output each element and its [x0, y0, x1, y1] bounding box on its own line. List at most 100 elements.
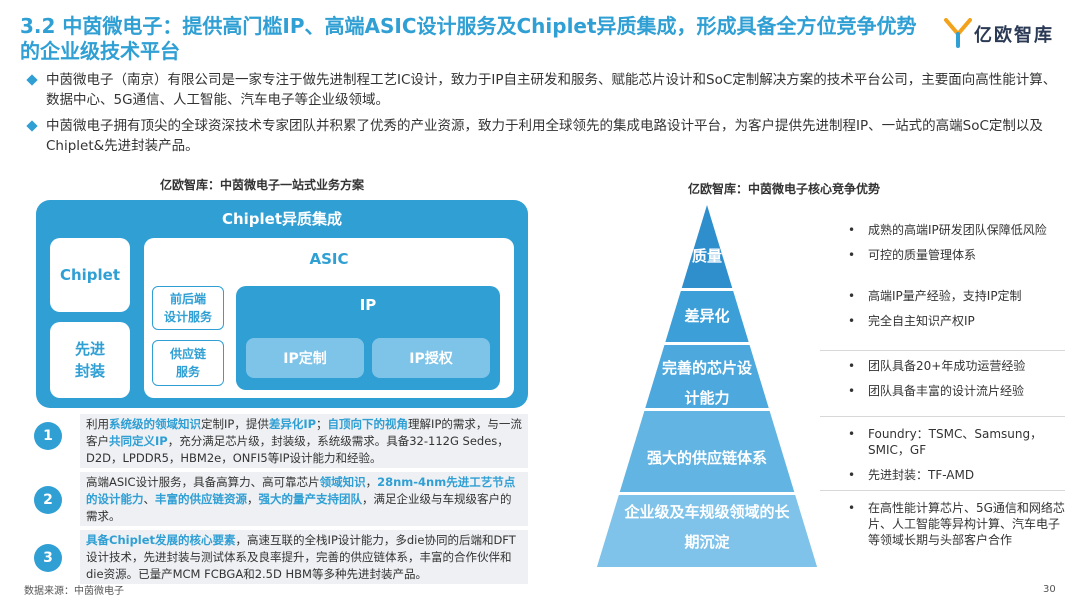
capability-text-part: ，: [365, 475, 378, 489]
supply-label-line2: 服务: [175, 365, 200, 379]
capability-text-part: 定制IP，提供: [201, 417, 269, 431]
advantage-item: • 在高性能计算芯片、5G通信和网络芯片、人工智能等异构计算、汽车电子等领域长期与…: [846, 500, 1066, 548]
bullet-item: 中茵微电子（南京）有限公司是一家专注于做先进制程工艺IC设计，致力于IP自主研发…: [24, 70, 1064, 110]
ip-box: IP IP定制 IP授权: [236, 286, 500, 390]
capability-text-part: ，高速互联的全栈IP设计能力，多die协同的后端和DFT设计技术，先进封装与测试…: [86, 533, 516, 581]
number-badge: 1: [34, 422, 62, 450]
highlight-text: 领域知识: [319, 475, 366, 489]
ip-license-label: IP授权: [409, 351, 453, 367]
capability-text-part: ，: [247, 492, 259, 506]
highlight-text: 强大的量产支持团队: [258, 492, 363, 506]
pyramid-graphic: [596, 205, 818, 567]
intro-bullets: 中茵微电子（南京）有限公司是一家专注于做先进制程工艺IC设计，致力于IP自主研发…: [24, 70, 1064, 162]
page-number: 30: [1043, 584, 1056, 595]
bullet-dot-icon: •: [848, 501, 856, 515]
advantage-item: • Foundry：TSMC、Samsung，SMIC，GF: [846, 426, 1066, 458]
supply-label-line1: 供应链: [169, 347, 206, 361]
pyramid-tier-label: 差异化: [586, 301, 828, 331]
capability-list: 1 利用系统级的领域知识定制IP，提供差异化IP；自顶向下的视角理解IP的需求，…: [28, 412, 528, 584]
highlight-text: 丰富的供应链资源: [155, 492, 247, 506]
packaging-label-line2: 封装: [74, 362, 105, 380]
capability-text: 利用系统级的领域知识定制IP，提供差异化IP；自顶向下的视角理解IP的需求，与一…: [80, 414, 528, 468]
backend-design-service-box: 前后端 设计服务: [152, 286, 224, 330]
advantage-item: • 先进封装：TF-AMD: [846, 467, 1066, 483]
advantage-group: • 团队具备20+年成功运营经验 •团队具备丰富的设计流片经验: [846, 358, 1066, 408]
pyramid-tier-label-line: 完善的芯片设: [661, 359, 752, 377]
capability-text-part: 利用: [86, 417, 109, 431]
asic-box: ASIC 前后端 设计服务 供应链 服务 IP IP定制 IP授权: [144, 238, 514, 398]
advantage-item: •团队具备丰富的设计流片经验: [846, 383, 1066, 399]
divider: [820, 490, 1065, 491]
logo-icon: [944, 18, 972, 48]
advantage-item: • 完全自主知识产权IP: [846, 313, 1066, 329]
chiplet-integration-diagram: Chiplet异质集成 Chiplet 先进 封装 ASIC 前后端 设计服务 …: [36, 200, 528, 408]
pyramid-tier-label: 质量: [556, 241, 858, 271]
capability-text-part: 高端ASIC设计服务，具备高算力、高可靠芯片: [86, 475, 320, 489]
capability-text: 具备Chiplet发展的核心要素，高速互联的全栈IP设计能力，多die协同的后端…: [80, 530, 528, 584]
advantage-group: • Foundry：TSMC、Samsung，SMIC，GF • 先进封装：TF-AM…: [846, 426, 1066, 492]
pyramid-tier-label: 企业级及车规级领域的长期沉淀: [546, 497, 868, 557]
ip-custom-box: IP定制: [246, 338, 364, 378]
advantage-item: • 成熟的高端IP研发团队保障低风险: [846, 222, 1066, 238]
bullet-dot-icon: •: [848, 359, 856, 373]
divider: [820, 350, 1065, 351]
pyramid-tier-label: 强大的供应链体系: [586, 443, 828, 473]
highlight-text: 差异化IP: [268, 417, 317, 431]
pyramid-tier-label-line: 期沉淀: [684, 533, 730, 551]
number-badge: 2: [34, 486, 62, 514]
backend-label-line1: 前后端: [169, 292, 206, 306]
pyramid-tier-label: 完善的芯片设计能力: [556, 353, 858, 413]
competitive-advantage-pyramid: 质量差异化完善的芯片设计能力强大的供应链体系企业级及车规级领域的长期沉淀: [596, 205, 818, 574]
backend-label-line2: 设计服务: [163, 310, 212, 324]
bullet-dot-icon: •: [848, 314, 856, 328]
supply-chain-service-box: 供应链 服务: [152, 340, 224, 386]
advantage-text: 完全自主知识产权IP: [868, 314, 975, 328]
source-note: 数据来源：中茵微电子: [24, 586, 124, 597]
capability-text-part: ；: [316, 417, 328, 431]
logo: 亿欧智库: [944, 18, 1064, 48]
pyramid-tier: [596, 495, 818, 567]
bullet-text: 中茵微电子（南京）有限公司是一家专注于做先进制程工艺IC设计，致力于IP自主研发…: [46, 72, 1057, 108]
chiplet-integration-title: Chiplet异质集成: [221, 210, 343, 228]
bullet-dot-icon: •: [848, 248, 856, 262]
capability-text-part: 理解IP的需求，与一流客户: [86, 417, 522, 448]
chiplet-box: Chiplet: [50, 238, 130, 312]
advantage-text: 成熟的高端IP研发团队保障低风险: [868, 223, 1047, 237]
ip-title: IP: [359, 296, 377, 314]
bullet-dot-icon: •: [848, 223, 856, 237]
advantage-text: 团队具备20+年成功运营经验: [868, 359, 1026, 373]
advantage-text: 可控的质量管理体系: [868, 248, 977, 262]
diamond-icon: [26, 120, 38, 132]
capability-text-part: ，满足企业级与车规级客户的需求。: [86, 492, 512, 523]
chiplet-label: Chiplet: [59, 266, 121, 284]
bullet-dot-icon: •: [848, 289, 856, 303]
number-badge: 3: [34, 544, 62, 572]
pyramid-tier: [645, 345, 769, 408]
bullet-dot-icon: •: [848, 468, 856, 482]
highlight-text: 28nm-4nm先进工艺节点的设计能力: [86, 475, 516, 506]
capability-text: 高端ASIC设计服务，具备高算力、高可靠芯片领域知识，28nm-4nm先进工艺节…: [80, 472, 528, 526]
bullet-dot-icon: •: [848, 427, 856, 441]
pyramid-tier-label-line: 差异化: [684, 307, 730, 325]
advantage-text: Foundry：TSMC、Samsung，SMIC，GF: [868, 427, 1043, 457]
diamond-icon: [26, 74, 38, 86]
pyramid-tier: [681, 205, 733, 288]
highlight-text: 系统级的领域知识: [109, 417, 201, 431]
capability-text-part: ，充分满足芯片级，封装级，系统级需求。具备32-112G Sedes，D2D，L…: [86, 434, 509, 465]
highlight-text: 共同定义IP: [109, 434, 168, 448]
pyramid-tier-label-line: 计能力: [684, 389, 730, 407]
advantage-text: 先进封装：TF-AMD: [868, 468, 975, 482]
advantage-item: •高端IP量产经验，支持IP定制: [846, 288, 1066, 304]
bullet-dot-icon: •: [848, 384, 856, 398]
pyramid-tier-label-line: 企业级及车规级领域的长: [624, 503, 790, 521]
highlight-text: 自顶向下的视角: [327, 417, 409, 431]
divider: [820, 416, 1065, 417]
advanced-packaging-box: 先进 封装: [50, 322, 130, 398]
advantage-text: 在高性能计算芯片、5G通信和网络芯片、人工智能等异构计算、汽车电子等领域长期与头…: [868, 501, 1065, 547]
asic-title: ASIC: [309, 250, 349, 268]
capability-text-part: 、: [143, 492, 156, 506]
page-title: 3.2 中茵微电子：提供高门槛IP、高端ASIC设计服务及Chiplet异质集成…: [20, 14, 917, 63]
packaging-label-line1: 先进: [74, 340, 105, 358]
left-caption: 亿欧智库：中茵微电子一站式业务方案: [160, 178, 365, 192]
advantage-group: • 在高性能计算芯片、5G通信和网络芯片、人工智能等异构计算、汽车电子等领域长期与…: [846, 500, 1066, 557]
